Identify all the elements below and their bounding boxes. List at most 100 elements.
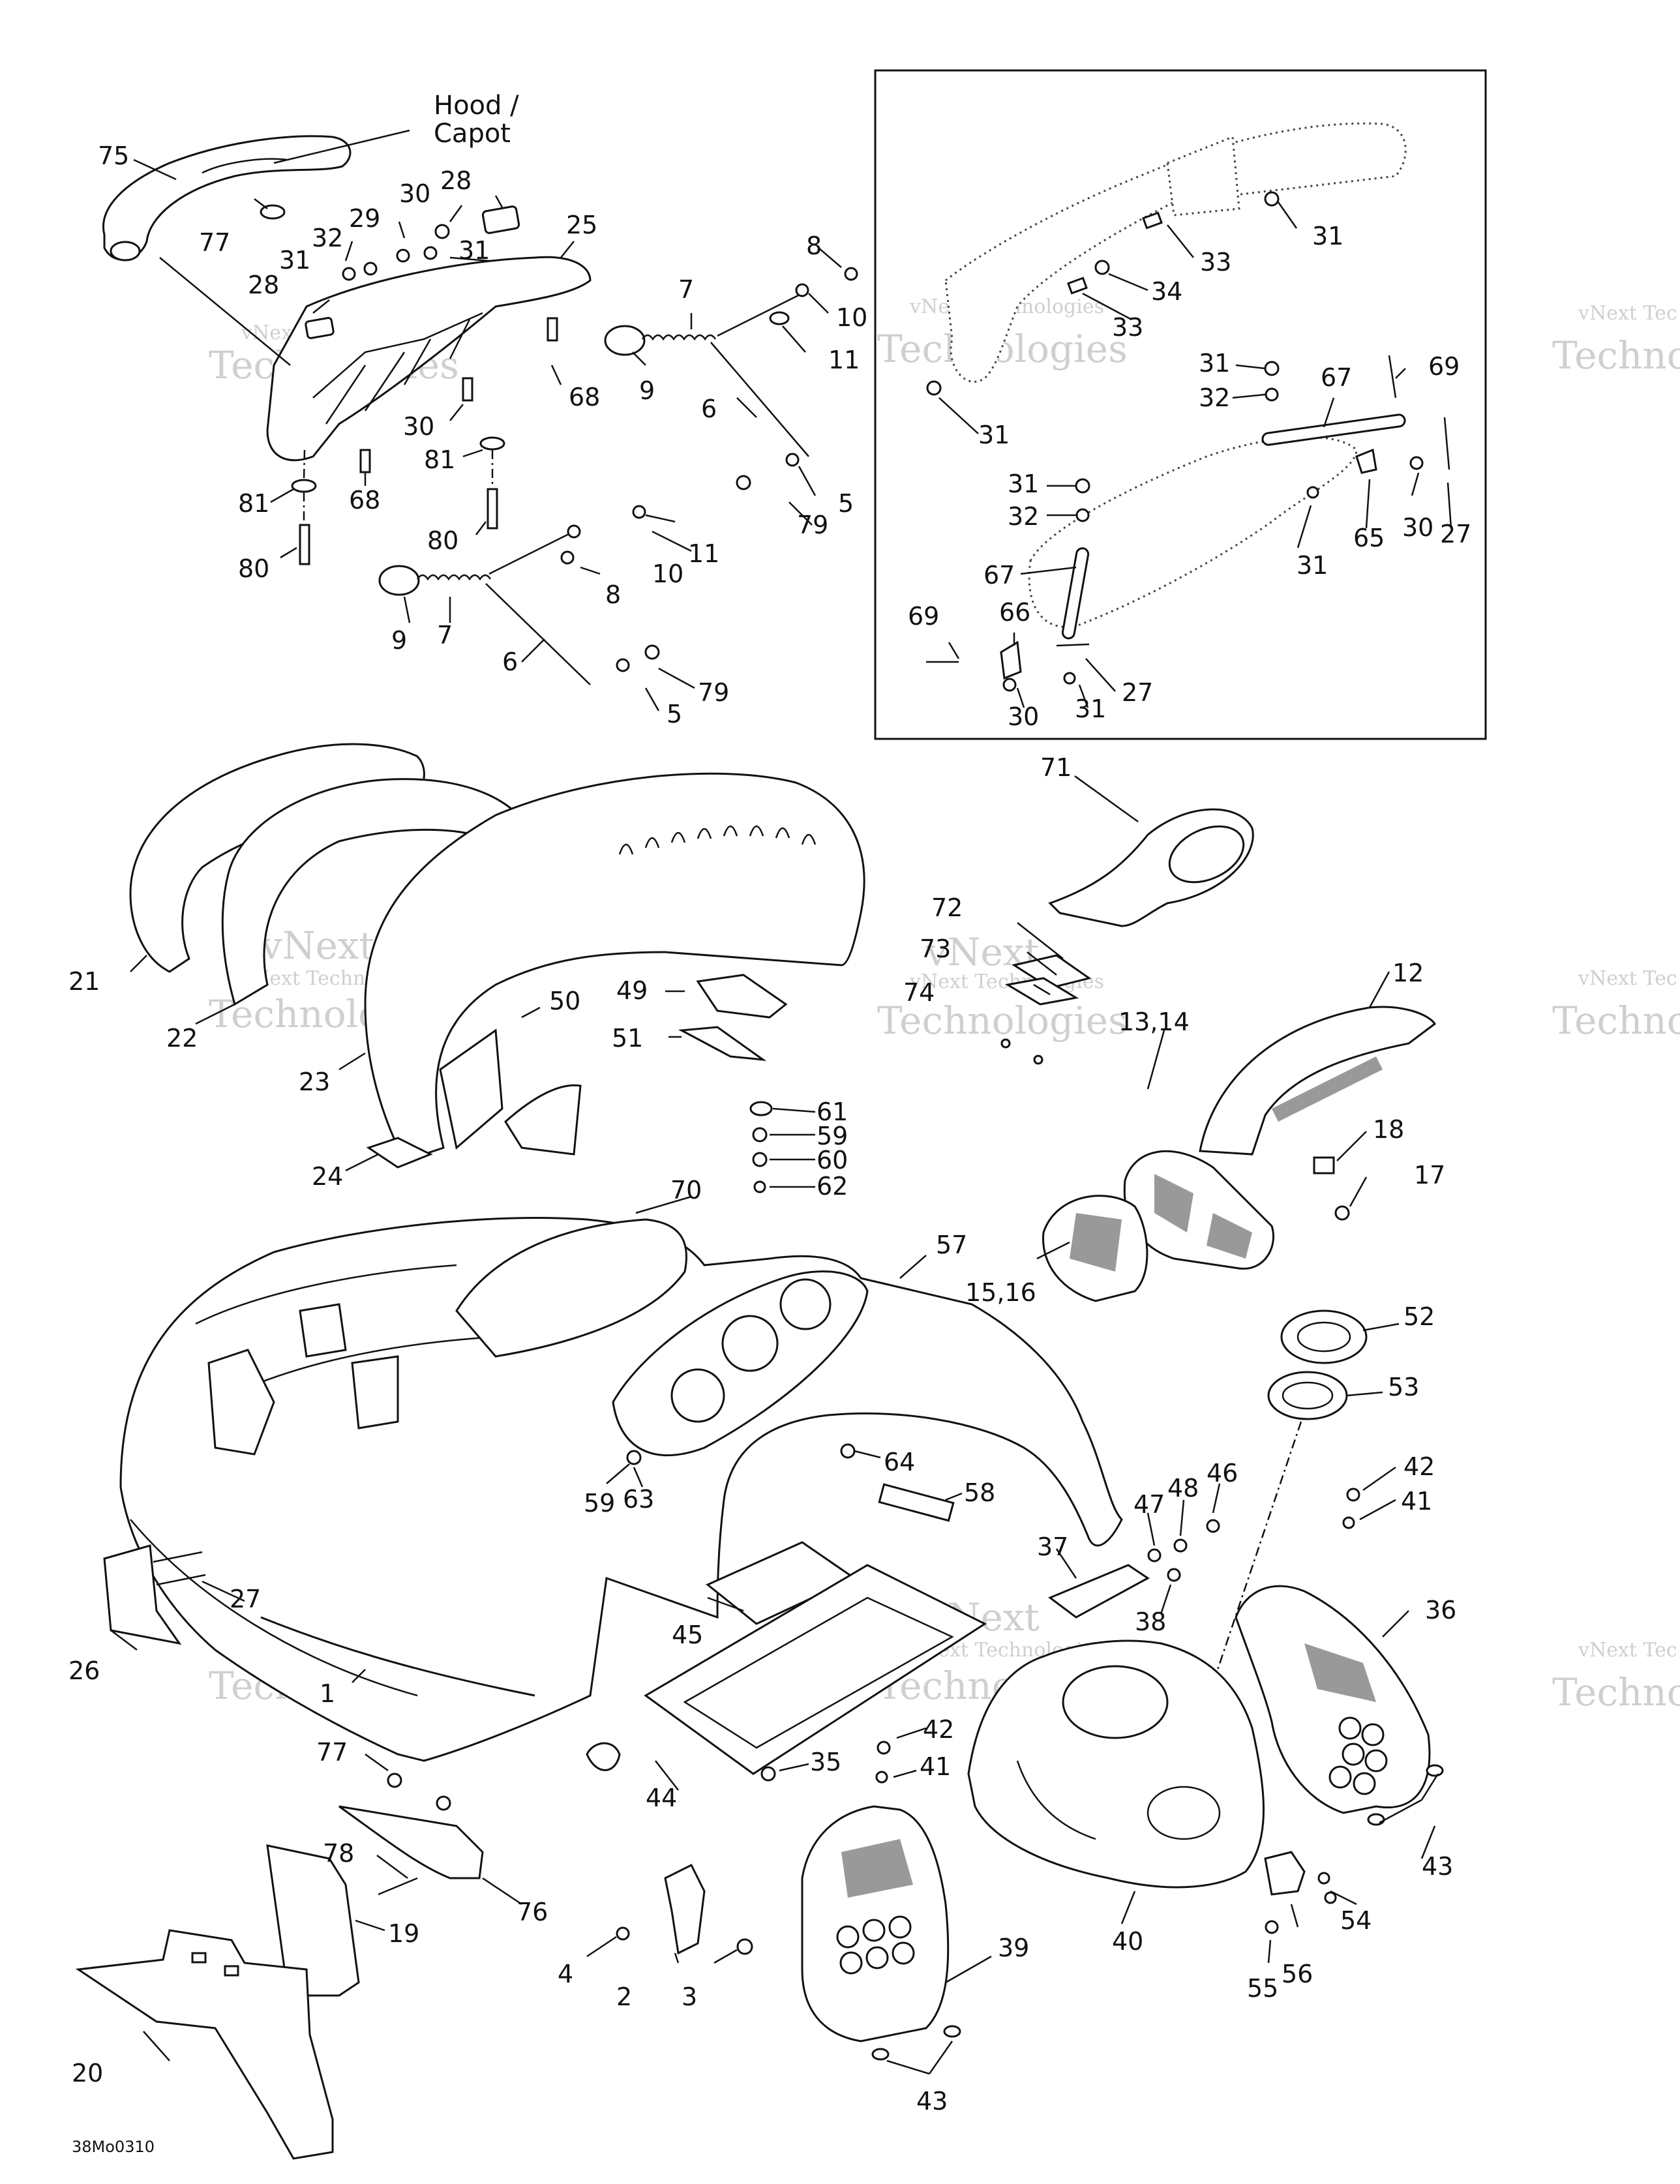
part-68-bolt [547,317,558,342]
label-22: 22 [166,1024,198,1053]
handle-assembly [102,135,352,262]
panel-hole [1328,1765,1352,1789]
label-39: 39 [998,1934,1029,1962]
label-5: 5 [667,700,682,728]
label-56: 56 [1282,1960,1313,1988]
panel-hole [892,1941,915,1965]
part-33-spacer [1142,211,1163,230]
label-31: 31 [1312,222,1343,250]
part-labels: Hood / Capot 75 77 32 29 30 28 31 31 28 … [68,91,1471,2156]
part-31-nut [926,380,942,396]
label-81: 81 [238,489,269,518]
part-48-washer [1173,1538,1188,1553]
part-50-cover [504,1084,582,1156]
cable-segment [717,292,803,337]
label-8: 8 [806,232,822,260]
part-54-screw [1317,1872,1330,1885]
part-40-console [967,1639,1265,1889]
part-5-clip [616,658,630,672]
part-23-windshield [364,772,865,1162]
label-66: 66 [999,598,1030,627]
part-2-bracket [664,1863,706,1955]
part-64-screw [840,1443,856,1459]
label-30: 30 [1008,702,1039,731]
watermark-text: Techno [1552,1670,1680,1714]
label-5: 5 [838,489,854,518]
label-13-14: 13,14 [1118,1008,1190,1036]
part-79-screw [736,475,751,490]
side-vent-assembly [1042,1006,1437,1302]
part-31-nut [1075,478,1090,494]
part-11-end [769,311,790,325]
part-30-screw [1002,678,1017,692]
hood-crease [260,1616,535,1697]
vent-grille [1272,1056,1383,1122]
part-18-clip [1313,1156,1335,1174]
part-30-screw [434,224,450,239]
part-68-bolt [359,449,371,473]
label-65: 65 [1353,524,1385,552]
mirror-assembly [1000,808,1254,1065]
label-52: 52 [1403,1302,1435,1331]
part-49-clip [696,974,788,1019]
label-23: 23 [299,1068,330,1096]
part-41-washer [1342,1516,1355,1529]
right-side-panel [1235,1488,1444,1826]
label-4: 4 [558,1960,573,1988]
part-34-screw [1094,260,1110,275]
part-8-clip [560,550,575,565]
label-31: 31 [978,421,1010,449]
windshield-vents [618,825,817,855]
label-68: 68 [569,383,600,411]
part-58-seal [878,1483,955,1522]
part-7-spring [641,334,717,341]
part-44-tray [644,1564,987,1775]
label-69: 69 [1428,352,1460,381]
label-32: 32 [1008,502,1039,531]
gauge [779,1278,832,1330]
vent-grille [1070,1213,1122,1272]
part-55-nut [1265,1920,1279,1934]
label-73: 73 [920,935,951,963]
hood-label-line1: Hood / [434,91,519,121]
label-12: 12 [1392,959,1424,987]
part-12-vent [1199,1006,1437,1156]
label-77: 77 [316,1738,348,1767]
watermark-text: vNext [260,923,374,968]
frame-assembly [159,205,592,565]
label-42: 42 [1403,1452,1435,1481]
part-81-washer [291,479,317,493]
label-29: 29 [349,204,380,233]
part-17-screw [1334,1205,1350,1221]
part-61-cap [749,1101,773,1116]
part-43-pin [1367,1813,1385,1826]
label-79: 79 [797,511,828,539]
panel-hole [836,1925,860,1949]
ring-inner [1297,1321,1351,1353]
handle-outline-dotted [944,122,1407,383]
label-9: 9 [639,376,655,405]
assembly-arrow [159,257,291,366]
label-59: 59 [584,1489,615,1518]
label-11: 11 [688,539,719,568]
label-8: 8 [605,580,621,609]
label-55: 55 [1247,1974,1278,2003]
part-43-pin [1426,1764,1444,1777]
part-32-washer [363,262,378,276]
part-50-bracket [439,1028,503,1150]
part-10-clip [567,524,581,539]
main-hood [119,1216,1123,1771]
leader-lines [110,129,1452,2075]
lower-left-parts [75,1773,484,2160]
panel-hole [888,1915,912,1939]
label-44: 44 [646,1784,677,1812]
label-33: 33 [1112,313,1143,342]
handle-end-dotted [1166,135,1240,217]
part-27-pins [153,1551,206,1586]
part-46-screw [1206,1519,1220,1533]
panel-hole [1364,1749,1388,1773]
gasket-inner [1282,1381,1334,1410]
assembly-axis [303,449,494,522]
label-24: 24 [312,1162,343,1191]
